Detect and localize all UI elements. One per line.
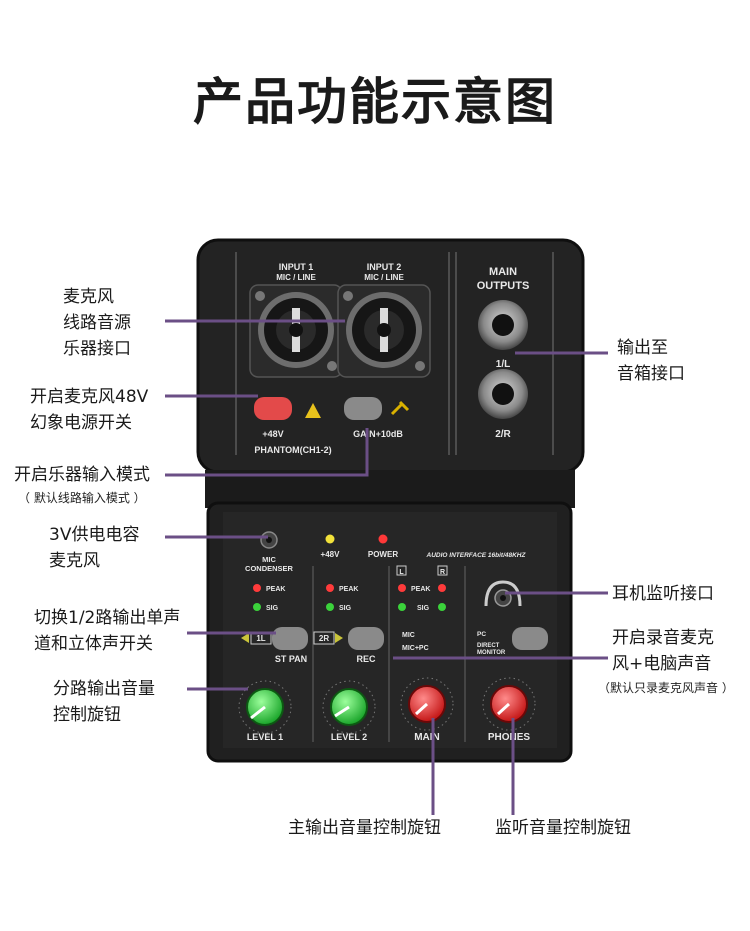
direct-monitor-sublabel: MONITOR bbox=[477, 650, 506, 656]
output-jack-1l bbox=[478, 300, 528, 350]
mic-condenser-label: MIC bbox=[262, 555, 276, 564]
monitor-pc-label: PC bbox=[477, 631, 486, 638]
brand-label: AUDIO INTERFACE 16bit/48KHZ bbox=[426, 552, 527, 559]
callout-line: 道和立体声开关 bbox=[34, 634, 153, 654]
callout-line: 开启录音麦克 bbox=[612, 628, 714, 648]
main-outputs-sublabel: OUTPUTS bbox=[477, 280, 530, 292]
callout-line: 分路输出音量 bbox=[53, 679, 155, 699]
main-peak-label: PEAK bbox=[411, 586, 430, 593]
leader-lines bbox=[165, 319, 608, 815]
led-48v bbox=[325, 534, 335, 544]
rec-mic-label: MIC bbox=[402, 632, 415, 639]
instrument-mode-note: （ 默认线路输入模式 ） bbox=[18, 491, 146, 505]
callout-line: 麦克风 bbox=[49, 551, 100, 571]
right-label: R bbox=[440, 569, 445, 576]
st-pan-callout: 切换1/2路输出单声 道和立体声开关 bbox=[34, 605, 180, 657]
out-2r-label: 2/R bbox=[495, 429, 511, 440]
main-knob bbox=[400, 677, 454, 731]
callout-line: 切换1/2路输出单声 bbox=[34, 608, 181, 628]
combo-jack-input2 bbox=[337, 284, 431, 378]
callout-line: 线路音源 bbox=[63, 313, 131, 333]
led-48v-label: +48V bbox=[321, 550, 341, 559]
level1-label: LEVEL 1 bbox=[247, 732, 283, 742]
mic-condenser-sublabel: CONDENSER bbox=[245, 564, 294, 573]
plus48v-label: +48V bbox=[262, 429, 283, 439]
ch2-peak-label: PEAK bbox=[339, 586, 358, 593]
combo-jack-input1 bbox=[249, 284, 343, 378]
callout-line: 3V供电电容 bbox=[49, 525, 140, 545]
ch2-label: 2R bbox=[319, 634, 329, 643]
phantom-label: PHANTOM(CH1-2) bbox=[254, 445, 331, 455]
ch2-sig-label: SIG bbox=[339, 605, 352, 612]
input2-label: INPUT 2 bbox=[367, 262, 402, 272]
gain-label: GAIN+10dB bbox=[353, 429, 403, 439]
page-title: 产品功能示意图 bbox=[193, 73, 557, 131]
monitor-switch bbox=[512, 627, 548, 650]
mic-input-callout: 麦克风 线路音源 乐器接口 bbox=[63, 284, 131, 362]
callout-line: 麦克风 bbox=[63, 287, 114, 307]
warning-icon bbox=[305, 403, 321, 418]
main-sig-label: SIG bbox=[417, 605, 430, 612]
phones-label: PHONES bbox=[488, 732, 531, 743]
callout-line: 控制旋钮 bbox=[53, 705, 121, 725]
gain-switch bbox=[344, 397, 382, 420]
rec-label: REC bbox=[356, 654, 376, 664]
callout-line: 开启麦克风48V bbox=[30, 387, 149, 407]
guitar-icon bbox=[390, 400, 410, 416]
callout-line: 风+电脑声音 bbox=[612, 654, 712, 674]
direct-monitor-label: DIRECT bbox=[477, 643, 500, 649]
ch1-sig-label: SIG bbox=[266, 605, 279, 612]
rec-mic-pc-label: MIC+PC bbox=[402, 645, 429, 652]
callout-line: 音箱接口 bbox=[617, 364, 685, 384]
output-jack-2r bbox=[478, 369, 528, 419]
main-knob-callout: 主输出音量控制旋钮 bbox=[288, 818, 441, 838]
main-label: MAIN bbox=[414, 732, 440, 743]
level2-label: LEVEL 2 bbox=[331, 732, 367, 742]
phones-knob bbox=[482, 677, 536, 731]
level2-knob bbox=[322, 680, 376, 734]
phantom-48v-switch bbox=[254, 397, 292, 420]
st-pan-label: ST PAN bbox=[275, 654, 307, 664]
callout-line: 幻象电源开关 bbox=[30, 413, 132, 433]
rec-note: （默认只录麦克风声音 ） bbox=[598, 681, 734, 695]
input1-sublabel: MIC / LINE bbox=[276, 273, 316, 282]
outputs-callout: 输出至 音箱接口 bbox=[617, 335, 685, 387]
level-callout: 分路输出音量 控制旋钮 bbox=[53, 676, 155, 728]
out-1l-label: 1/L bbox=[496, 359, 510, 370]
rec-switch bbox=[348, 627, 384, 650]
phones-knob-callout: 监听音量控制旋钮 bbox=[495, 818, 631, 838]
input1-label: INPUT 1 bbox=[279, 262, 314, 272]
left-label: L bbox=[399, 569, 404, 576]
rec-callout: 开启录音麦克 风+电脑声音 bbox=[612, 625, 714, 677]
phantom-callout: 开启麦克风48V 幻象电源开关 bbox=[30, 384, 148, 436]
st-pan-switch bbox=[272, 627, 308, 650]
led-power bbox=[378, 534, 388, 544]
ch1-peak-label: PEAK bbox=[266, 586, 285, 593]
headphone-callout: 耳机监听接口 bbox=[612, 584, 714, 604]
ch1-label: 1L bbox=[256, 634, 265, 643]
level1-knob bbox=[238, 680, 292, 734]
main-outputs-label: MAIN bbox=[489, 266, 517, 278]
callout-line: 输出至 bbox=[617, 338, 668, 358]
instrument-mode-callout: 开启乐器输入模式 bbox=[14, 465, 150, 485]
input2-sublabel: MIC / LINE bbox=[364, 273, 404, 282]
callout-line: 乐器接口 bbox=[63, 339, 131, 359]
condenser-callout: 3V供电电容 麦克风 bbox=[49, 522, 139, 574]
led-power-label: POWER bbox=[368, 550, 398, 559]
